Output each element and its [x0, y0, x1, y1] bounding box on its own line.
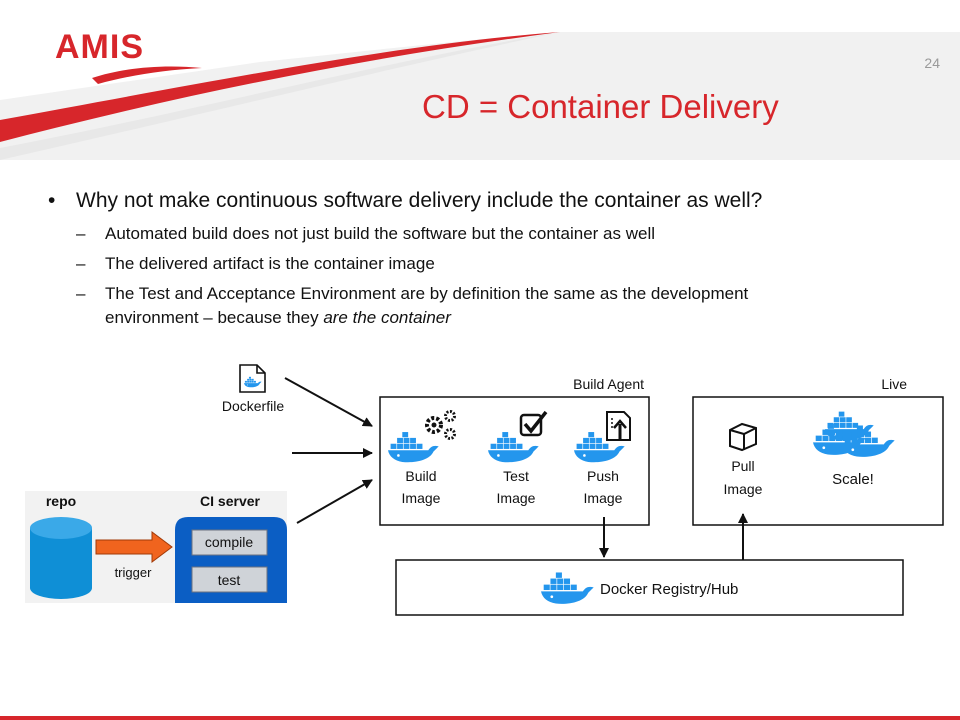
live-label: Live [881, 376, 907, 392]
dash-icon: – [76, 284, 86, 303]
pull-image-label-1: Pull [731, 458, 754, 474]
build-image-label-1: Build [405, 468, 436, 484]
footer-accent-line [0, 716, 960, 720]
upload-document-icon [606, 411, 631, 441]
test-image-step: Test Image [488, 410, 548, 506]
sub-bullet-3-text: The Test and Acceptance Environment are … [105, 282, 825, 330]
scale-label: Scale! [832, 471, 874, 488]
checkbox-icon [519, 410, 548, 437]
dockerfile-label: Dockerfile [222, 398, 284, 414]
sub-bullet-2-text: The delivered artifact is the container … [105, 254, 435, 273]
dockerfile-node: Dockerfile [222, 364, 284, 414]
logo-swoosh-icon [92, 66, 202, 84]
registry-box [395, 559, 904, 616]
build-image-label-2: Image [402, 490, 441, 506]
compile-label: compile [205, 534, 253, 550]
header-swoosh [0, 32, 960, 160]
package-box-icon [729, 422, 757, 452]
slide-title: CD = Container Delivery [422, 88, 779, 125]
amis-logo: AMIS [55, 28, 144, 66]
sub-bullet-1-text: Automated build does not just build the … [105, 224, 656, 243]
bullet-list: • Why not make continuous software deliv… [48, 186, 928, 330]
sub-bullet-1: – Automated build does not just build th… [48, 222, 928, 246]
build-image-step: Build Image [388, 410, 456, 506]
sub-bullet-3: – The Test and Acceptance Environment ar… [48, 282, 928, 330]
sub-bullet-3-italic: are the container [323, 308, 451, 327]
gears-icon [425, 410, 456, 440]
test-image-label-1: Test [503, 468, 529, 484]
dash-icon: – [76, 254, 86, 273]
dash-icon: – [76, 224, 86, 243]
live-box [692, 396, 944, 526]
scale-step: Scale! [813, 411, 895, 488]
push-image-label-1: Push [587, 468, 619, 484]
push-image-label-2: Image [584, 490, 623, 506]
test-label: test [218, 572, 241, 588]
trigger-label: trigger [115, 565, 153, 580]
trigger-arrow-icon [95, 531, 173, 563]
test-image-label-2: Image [497, 490, 536, 506]
pull-image-step: Pull Image [724, 422, 763, 497]
repo-label: repo [46, 493, 76, 509]
push-image-step: Push Image [574, 411, 631, 506]
ci-server-label: CI server [200, 493, 260, 509]
sub-bullet-2: – The delivered artifact is the containe… [48, 252, 928, 276]
page-number: 24 [924, 55, 940, 71]
registry-label: Docker Registry/Hub [600, 581, 738, 598]
bullet-dot-icon: • [48, 189, 56, 212]
pull-image-label-2: Image [724, 481, 763, 497]
ci-section: repo trigger CI server compile test [25, 491, 287, 603]
arrow-dockerfile-to-agent [284, 377, 373, 427]
database-icon [30, 517, 92, 599]
sub-bullet-3-plain: The Test and Acceptance Environment are … [105, 284, 749, 327]
document-icon [239, 364, 266, 393]
compile-step [191, 529, 268, 556]
bullet-main: • Why not make continuous software deliv… [48, 186, 928, 216]
test-step [191, 566, 268, 593]
build-agent-label: Build Agent [573, 376, 644, 392]
arrow-ci-to-agent [296, 479, 373, 524]
bullet-main-text: Why not make continuous software deliver… [76, 189, 763, 212]
